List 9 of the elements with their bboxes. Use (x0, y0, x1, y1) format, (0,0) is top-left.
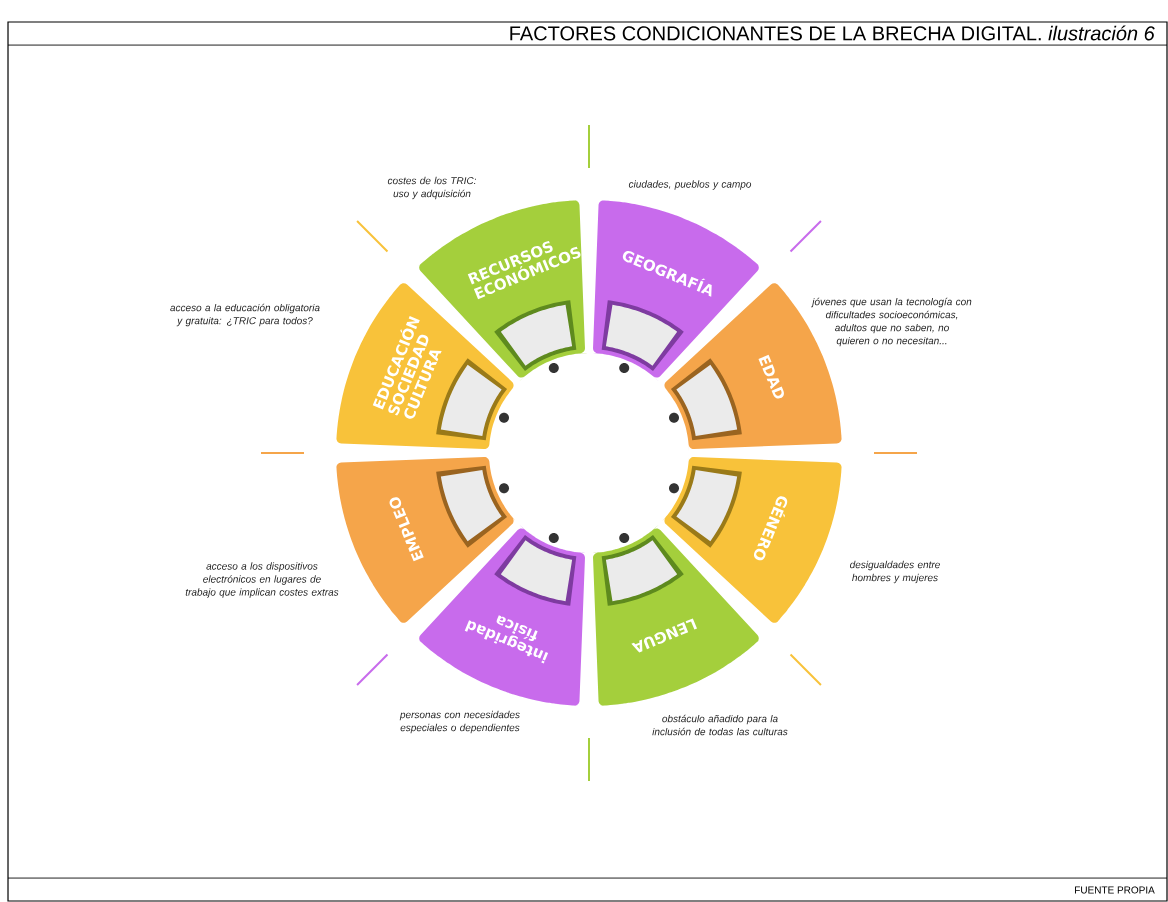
description-text: acceso a los dispositivos electrónicos en lugares de trabajo que implican costes extras (185, 562, 339, 598)
description-text: ciudades, pueblos y campo (628, 180, 752, 190)
description-text: obstáculo añadido para la inclusión de todas las culturas (652, 714, 788, 736)
description-text: desigualdades entre hombres y mujeres (850, 560, 940, 584)
description-text: acceso a la educación obligatoria y gratuita: ¿TRIC para todos? (170, 303, 320, 327)
figure-title: FACTORES CONDICIONANTES DE LA BRECHA DIGITAL. ilustración 6 (510, 25, 1155, 41)
description-text: personas con necesidades especiales o dependientes (399, 710, 520, 734)
source-note: FUENTE PROPIA (1075, 886, 1155, 894)
description-text: costes de los TRIC: uso y adquisición (387, 176, 477, 200)
